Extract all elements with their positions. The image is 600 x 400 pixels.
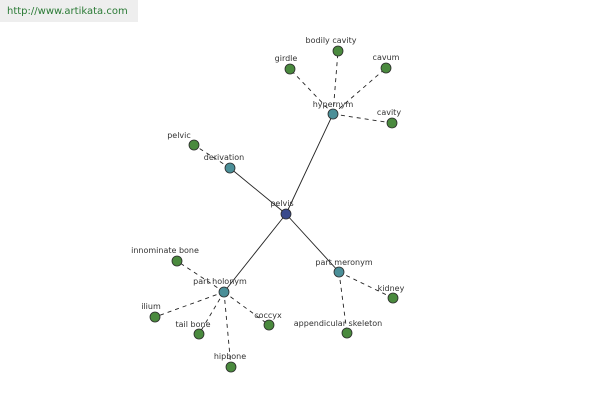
leaf-node-hipbone[interactable] [225, 361, 237, 373]
relation-label-part-meronym: part meronym [315, 258, 372, 267]
edge-hypernym-cavity [332, 113, 393, 124]
leaf-node-tail-bone[interactable] [193, 328, 205, 340]
edge-hypernym-cavum [332, 67, 387, 115]
edge-hypernym-girdle [289, 68, 334, 115]
relation-node-part-meronym[interactable] [333, 266, 345, 278]
leaf-node-innominate-bone[interactable] [171, 255, 183, 267]
leaf-node-ilium[interactable] [149, 311, 161, 323]
nodes [149, 45, 399, 373]
leaf-label-coccyx: coccyx [254, 311, 282, 320]
edge-part_meronym-appendicular_skeleton [338, 271, 348, 334]
leaf-label-pelvic: pelvic [167, 131, 191, 140]
center-label-pelvis: pelvis [270, 199, 293, 208]
leaf-label-kidney: kidney [378, 284, 405, 293]
edge-part_meronym-kidney [338, 271, 394, 299]
leaf-label-girdle: girdle [275, 54, 298, 63]
labels: pelvis hypernym derivation part holonym part… [131, 36, 404, 361]
edge-pelvis-part_meronym [285, 213, 340, 273]
source-link[interactable]: http://www.artikata.com [7, 5, 128, 17]
leaf-label-cavity: cavity [377, 108, 401, 117]
edge-derivation-pelvic [193, 144, 231, 169]
edge-part_holonym-coccyx [223, 291, 270, 326]
relation-label-part-holonym: part holonym [193, 277, 247, 286]
edge-pelvis-derivation [229, 167, 287, 215]
edge-pelvis-hypernym [285, 113, 334, 215]
leaf-node-coccyx[interactable] [263, 319, 275, 331]
relation-node-hypernym[interactable] [327, 108, 339, 120]
center-node-pelvis[interactable] [280, 208, 292, 220]
edge-hypernym-bodily_cavity [332, 50, 339, 115]
edge-part_holonym-tail_bone [198, 291, 225, 335]
leaf-label-appendicular-skeleton: appendicular skeleton [294, 319, 382, 328]
leaf-node-bodily-cavity[interactable] [332, 45, 344, 57]
source-banner: http://www.artikata.com [0, 0, 138, 22]
edge-part_holonym-innominate_bone [176, 260, 225, 293]
relation-node-derivation[interactable] [224, 162, 236, 174]
leaf-node-appendicular-skeleton[interactable] [341, 327, 353, 339]
leaf-node-kidney[interactable] [387, 292, 399, 304]
edge-pelvis-part_holonym [223, 213, 287, 293]
leaf-label-innominate-bone: innominate bone [131, 246, 199, 255]
leaf-label-cavum: cavum [373, 53, 400, 62]
leaf-label-hipbone: hipbone [214, 352, 246, 361]
leaf-label-bodily-cavity: bodily cavity [306, 36, 357, 45]
leaf-label-tail-bone: tail bone [176, 320, 211, 329]
leaf-node-cavum[interactable] [380, 62, 392, 74]
leaf-label-ilium: ilium [141, 302, 161, 311]
edge-part_holonym-ilium [154, 291, 225, 318]
edges [154, 50, 394, 368]
leaf-node-pelvic[interactable] [188, 139, 200, 151]
relation-label-hypernym: hypernym [313, 100, 354, 109]
relation-label-derivation: derivation [204, 153, 244, 162]
leaf-node-cavity[interactable] [386, 117, 398, 129]
leaf-node-girdle[interactable] [284, 63, 296, 75]
relation-node-part-holonym[interactable] [218, 286, 230, 298]
